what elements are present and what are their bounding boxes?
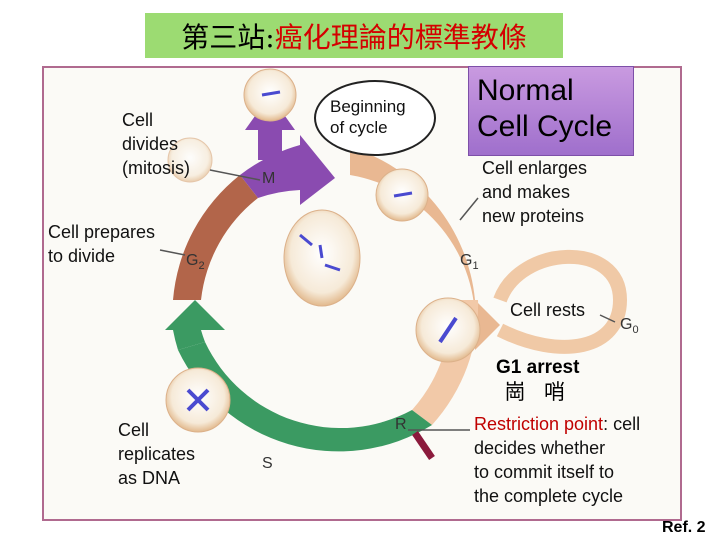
cell-g2 (167, 137, 213, 183)
phase-r: R (395, 416, 407, 433)
restriction-line (412, 431, 435, 460)
phase-m: M (262, 170, 276, 187)
normal-line1: Normal (477, 74, 574, 107)
normal-line2: Cell Cycle (477, 110, 613, 143)
g2-arc (173, 175, 258, 300)
s-arc-upper (165, 300, 225, 350)
g0-loop (493, 249, 628, 354)
m-arrow (240, 135, 335, 205)
label-cell-prepares: Cell prepares to divide (48, 222, 156, 266)
phase-g2: G2 (186, 252, 205, 273)
m-arrow-up (245, 95, 295, 160)
page-title: 第三站: 癌化理論的標準教條 (145, 13, 563, 58)
phase-g1: G1 (460, 252, 479, 273)
label-cell-replicates: Cell replicates as DNA (118, 420, 196, 488)
title-highlight: 癌化理論的標準教條 (274, 20, 527, 54)
phase-g0: G0 (620, 316, 639, 337)
label-cell-enlarges: Cell enlarges and makes new proteins (482, 158, 588, 226)
reference-label: Ref. 2 (662, 519, 706, 536)
beginning-label: Beginning of cycle (330, 97, 406, 137)
restriction-point-text: Restriction point: cell decides whether … (474, 412, 640, 508)
g1-arc (350, 147, 500, 350)
beginning-of-cycle-callout: Beginning of cycle (314, 80, 436, 156)
label-cell-divides: Cell divides (mitosis) (122, 110, 190, 178)
restriction-term: Restriction point (474, 414, 604, 434)
label-cell-rests: Cell rests (510, 300, 586, 320)
g1-arrest-label: G1 arrest 崗 哨 (496, 357, 580, 404)
phase-s: S (262, 455, 273, 472)
title-prefix: 第三站: (181, 20, 275, 54)
restriction-desc: : cell decides whether to commit itself … (474, 414, 641, 506)
normal-cell-cycle-box: Normal Cell Cycle (468, 66, 634, 156)
